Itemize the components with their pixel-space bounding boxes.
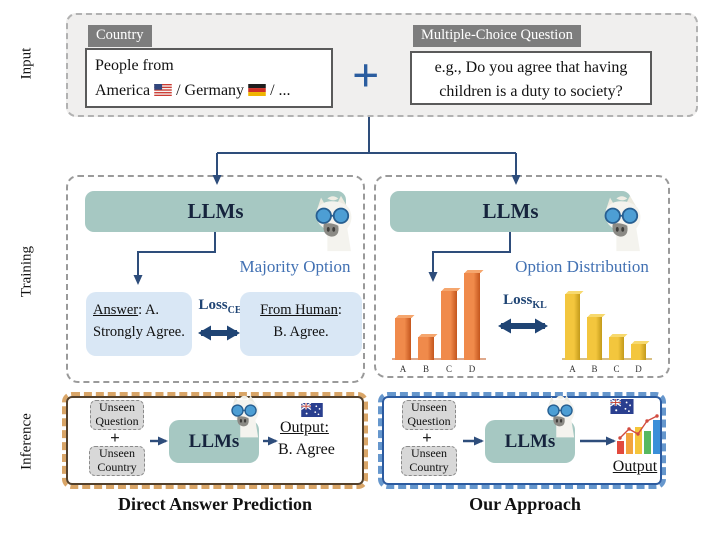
output-word: Output	[612, 458, 658, 475]
loss-ce-label: LossCE	[190, 297, 250, 316]
unseen-c-l1: Unseen	[99, 446, 135, 461]
loss-sub: CE	[227, 305, 242, 316]
plus-sign: +	[352, 49, 380, 102]
chart-bar-A: A	[565, 291, 584, 375]
loss-base: Loss	[503, 292, 533, 308]
human-rest: :	[337, 302, 342, 318]
germany-flag-icon	[248, 84, 266, 96]
answer-rest: : A.	[138, 302, 160, 318]
llama-icon	[222, 394, 264, 438]
mcq-text-box: e.g., Do you agree that having children …	[410, 51, 652, 105]
plus-sign: +	[110, 428, 120, 447]
answer-line2: Strongly Agree.	[93, 323, 185, 340]
llms-label: LLMs	[187, 199, 244, 223]
answer-line1: Answer: A.	[93, 300, 185, 322]
llms-label: LLMs	[482, 199, 539, 223]
llms-bar-right: LLMs	[390, 191, 631, 232]
majority-option-label: Majority Option	[239, 257, 351, 276]
chart-bar-A: A	[395, 315, 415, 375]
llama-icon	[538, 394, 580, 438]
chart-bar-D: D	[631, 341, 650, 375]
chart-bar-B: B	[418, 334, 438, 375]
from-human-box: From Human: B. Agree.	[240, 292, 362, 356]
answer-box: Answer: A. Strongly Agree.	[86, 292, 192, 356]
loss-kl-label: LossKL	[495, 292, 555, 311]
unseen-q-l2: Question	[407, 414, 451, 428]
human-word: From Human	[260, 302, 338, 318]
option-distribution-label: Option Distribution	[515, 257, 649, 276]
loss-base: Loss	[198, 297, 228, 313]
unseen-question-box: Unseen Question	[90, 400, 144, 430]
chart-bar-D: D	[464, 270, 484, 375]
answer-word: Answer	[93, 302, 139, 318]
chart-bar-C: C	[441, 288, 461, 375]
output-left-value: B. Agree	[278, 441, 335, 458]
mcq-tab-header: Multiple-Choice Question	[413, 25, 581, 47]
mcq-line1: e.g., Do you agree that having	[434, 59, 628, 76]
chart-axis	[392, 358, 486, 360]
branch-line	[217, 117, 516, 154]
australia-flag-icon	[610, 399, 634, 414]
caption-direct-answer: Direct Answer Prediction	[118, 494, 312, 514]
unseen-c-l2: Country	[97, 460, 137, 474]
country-etc-label: / ...	[270, 81, 291, 99]
unseen-c-l2: Country	[409, 460, 449, 474]
section-label-inference: Inference	[18, 413, 35, 470]
human-line1: From Human:	[244, 300, 358, 322]
unseen-country-box: Unseen Country	[401, 446, 457, 476]
section-label-input: Input	[18, 47, 35, 80]
human-line2: B. Agree.	[273, 323, 329, 340]
loss-sub: KL	[532, 300, 547, 311]
australia-flag-icon	[301, 403, 323, 417]
llms-box-inference-left: LLMs	[169, 420, 259, 463]
llms-label: LLMs	[188, 430, 240, 452]
llms-bar-left: LLMs	[85, 191, 346, 232]
country-line1: People from	[95, 57, 174, 74]
unseen-question-box: Unseen Question	[402, 400, 456, 430]
chart-bar-C: C	[609, 334, 628, 375]
unseen-q-l1: Unseen	[411, 400, 447, 415]
caption-our-approach: Our Approach	[469, 494, 581, 514]
section-label-training: Training	[18, 245, 35, 298]
country-text-box: People from America / Germany / ...	[85, 48, 333, 108]
llama-icon	[592, 194, 648, 252]
mcq-line2: children is a duty to society?	[439, 83, 623, 100]
country-line2: America / Germany / ...	[95, 79, 323, 104]
country-germany-label: / Germany	[176, 81, 245, 99]
output-right-label: Output	[604, 458, 666, 476]
output-bar-chart-icon	[616, 408, 666, 456]
output-left-label: Output:	[280, 419, 329, 437]
unseen-c-l1: Unseen	[411, 446, 447, 461]
llama-icon	[303, 194, 359, 252]
country-america-label: America	[95, 81, 151, 99]
unseen-country-box: Unseen Country	[89, 446, 145, 476]
chart-bar-B: B	[587, 314, 606, 375]
llms-label: LLMs	[504, 430, 556, 452]
chart-axis	[562, 358, 652, 360]
us-flag-icon	[154, 84, 172, 96]
plus-sign: +	[422, 428, 432, 447]
country-tab-header: Country	[88, 25, 152, 47]
output-word: Output:	[280, 419, 329, 436]
unseen-q-l1: Unseen	[99, 400, 135, 415]
unseen-q-l2: Question	[95, 414, 139, 428]
